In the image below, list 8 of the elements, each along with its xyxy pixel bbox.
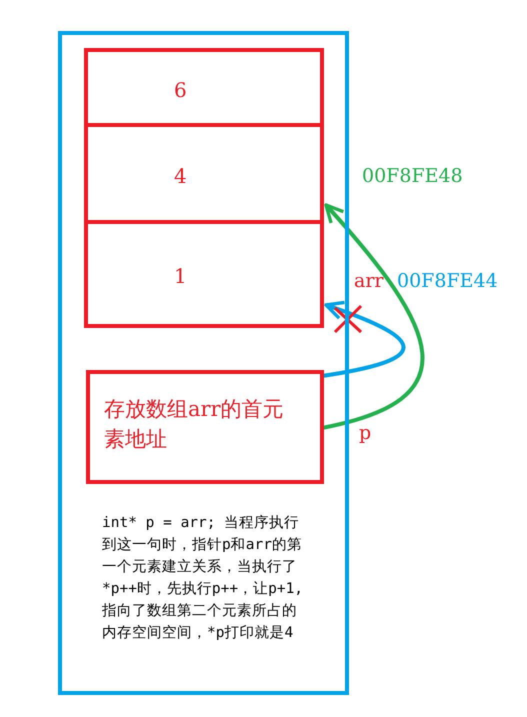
- arrow: [322, 203, 424, 430]
- frame-box: [58, 31, 349, 695]
- pointer-label: arr: [354, 272, 384, 291]
- address-label: 00F8FE44: [397, 272, 498, 291]
- note-text: int* p = arr; 当程序执行到这一句时，指针p和arr的第一个元素建立关系，当执行了*p++时，先执行p++，让p+1,指向了数组第二个元素所占的内存空间空间，*p打印就是4: [102, 514, 304, 643]
- pointer-label: p: [359, 424, 372, 443]
- address-label: 00F8FE48: [362, 167, 463, 186]
- memory-box: 存放数组arr的首元素地址: [86, 370, 324, 484]
